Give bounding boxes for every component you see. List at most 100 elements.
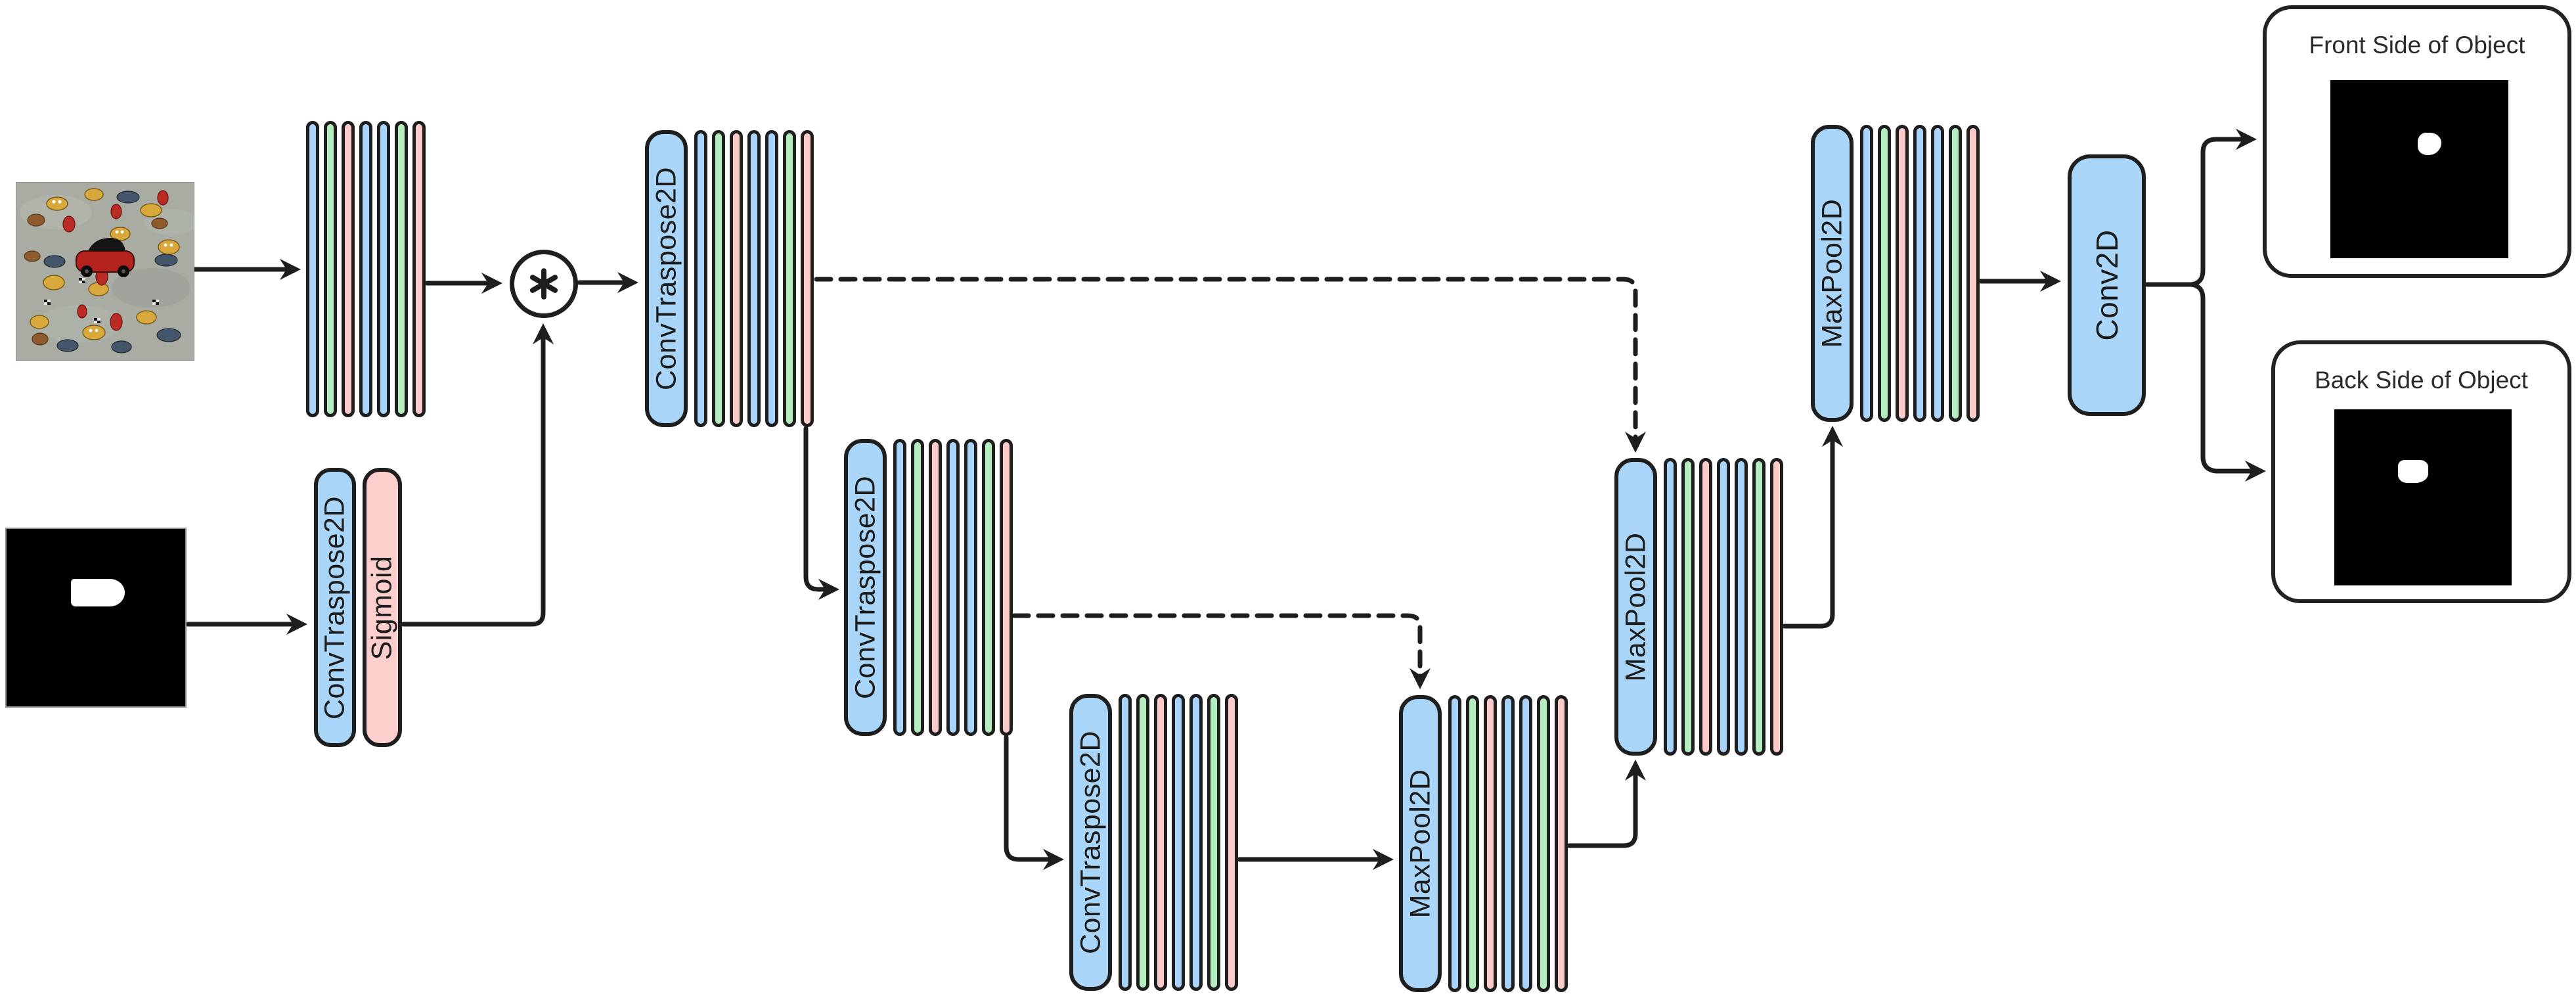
convtraspose-label-block: ConvTraspose2D — [844, 439, 887, 736]
layer-label: ConvTraspose2D — [849, 476, 881, 699]
arrow-branch-to-back-output — [2188, 282, 2267, 482]
feature-maps — [893, 439, 1013, 736]
arrow-dec1-to-dec2 — [803, 426, 840, 601]
input-mask-image — [5, 528, 187, 708]
feature-map-layer-pink — [929, 439, 942, 736]
feature-map-layer-green — [982, 439, 995, 736]
feature-map-layer-blue — [694, 130, 707, 427]
feature-map-layer-pink — [730, 130, 743, 427]
checkered-flags — [44, 278, 159, 323]
feature-map-layer-pink — [1225, 694, 1238, 991]
feature-map-layer-blue — [1172, 694, 1185, 991]
maxpool-label-block: MaxPool2D — [1614, 458, 1657, 756]
feature-map-layer-blue — [1119, 694, 1132, 991]
feature-map-layer-green — [1207, 694, 1220, 991]
feature-map-layer-pink — [412, 121, 426, 417]
output-title: Back Side of Object — [2315, 367, 2528, 394]
convtraspose-stack-3: ConvTraspose2D — [1069, 694, 1238, 991]
feature-map-layer-green — [1752, 458, 1765, 756]
arrow-sigmoid-to-multiply — [401, 323, 554, 627]
output-card-back: Back Side of Object — [2271, 340, 2571, 603]
output-title: Front Side of Object — [2309, 32, 2525, 58]
feature-map-layer-pink — [1896, 125, 1909, 422]
layer-label: MaxPool2D — [1816, 198, 1848, 348]
maxpool-stack-2: MaxPool2D — [1614, 458, 1783, 756]
skip-connection-dec2-to-pool1 — [1011, 613, 1431, 690]
feature-map-layer-green — [1136, 694, 1149, 991]
layer-label: Conv2D — [2089, 229, 2124, 341]
feature-map-layer-pink — [1770, 458, 1783, 756]
toy-car-photo-illustration — [16, 183, 197, 360]
feature-map-layer-pink — [801, 130, 814, 427]
feature-map-layer-green — [1949, 125, 1962, 422]
feature-map-layer-pink — [342, 121, 355, 417]
feature-map-layer-blue — [377, 121, 390, 417]
arrow-branch-to-front-output — [2188, 128, 2257, 287]
arrow-pool1-to-pool2 — [1566, 759, 1647, 848]
feature-map-layer-pink — [1484, 695, 1497, 992]
convtraspose-label-block: ConvTraspose2D — [645, 130, 688, 427]
mask-blob — [2418, 133, 2441, 155]
feature-map-layer-pink — [1966, 125, 1980, 422]
feature-map-layer-pink — [1699, 458, 1712, 756]
input-photo — [16, 182, 197, 361]
feature-map-layer-blue — [946, 439, 960, 736]
feature-map-layer-blue — [1735, 458, 1748, 756]
convtraspose-label-block: ConvTraspose2D — [1069, 694, 1112, 991]
feature-map-layer-pink — [1000, 439, 1013, 736]
feature-map-layer-blue — [1519, 695, 1532, 992]
layer-label: ConvTraspose2D — [1075, 731, 1106, 954]
red-toy-car — [76, 238, 135, 277]
feature-map-layer-blue — [1913, 125, 1926, 422]
feature-maps — [1448, 695, 1568, 992]
arrow-dec2-to-dec3 — [1004, 735, 1065, 871]
mask-blob — [71, 579, 125, 606]
feature-map-layer-pink — [1154, 694, 1167, 991]
feature-maps — [694, 130, 814, 427]
front-mask-image — [2330, 80, 2508, 258]
input-feature-stack — [306, 121, 426, 417]
sigmoid-block: Sigmoid — [363, 468, 402, 747]
feature-map-layer-blue — [1860, 125, 1873, 422]
feature-map-layer-blue — [964, 439, 977, 736]
feature-map-layer-green — [1466, 695, 1479, 992]
feature-map-layer-blue — [747, 130, 761, 427]
feature-map-layer-green — [1537, 695, 1550, 992]
maxpool-stack-3: MaxPool2D — [1811, 125, 1980, 422]
convtraspose-stack-2: ConvTraspose2D — [844, 439, 1013, 736]
multiply-operator-node — [510, 250, 578, 318]
convtraspose-stack-1: ConvTraspose2D — [645, 130, 814, 427]
feature-map-layer-blue — [306, 121, 319, 417]
carpet-motifs — [24, 188, 181, 353]
feature-maps — [306, 121, 426, 417]
skip-connection-dec1-to-pool2 — [814, 277, 1647, 453]
feature-map-layer-blue — [359, 121, 372, 417]
mask-blob — [2398, 460, 2428, 483]
feature-maps — [1119, 694, 1238, 991]
back-mask-image — [2334, 409, 2512, 585]
feature-map-layer-blue — [1717, 458, 1730, 756]
asterisk-icon — [529, 268, 558, 300]
feature-map-layer-blue — [765, 130, 778, 427]
feature-map-layer-blue — [1189, 694, 1203, 991]
conv2d-block: Conv2D — [2068, 154, 2146, 416]
feature-map-layer-green — [712, 130, 725, 427]
feature-map-layer-blue — [1501, 695, 1515, 992]
layer-label: ConvTraspose2D — [319, 495, 351, 719]
arrow-pool2-to-pool3 — [1782, 425, 1844, 629]
feature-map-layer-blue — [1931, 125, 1944, 422]
mask-convtraspose-block: ConvTraspose2D — [314, 468, 356, 747]
feature-map-layer-green — [1681, 458, 1695, 756]
feature-maps — [1664, 458, 1783, 756]
output-card-front: Front Side of Object — [2263, 5, 2571, 278]
feature-map-layer-blue — [1664, 458, 1677, 756]
feature-map-layer-blue — [1448, 695, 1461, 992]
layer-label: MaxPool2D — [1620, 532, 1651, 681]
feature-map-layer-green — [395, 121, 408, 417]
maxpool-label-block: MaxPool2D — [1811, 125, 1854, 422]
feature-map-layer-green — [911, 439, 924, 736]
layer-label: ConvTraspose2D — [650, 167, 682, 390]
feature-maps — [1860, 125, 1980, 422]
